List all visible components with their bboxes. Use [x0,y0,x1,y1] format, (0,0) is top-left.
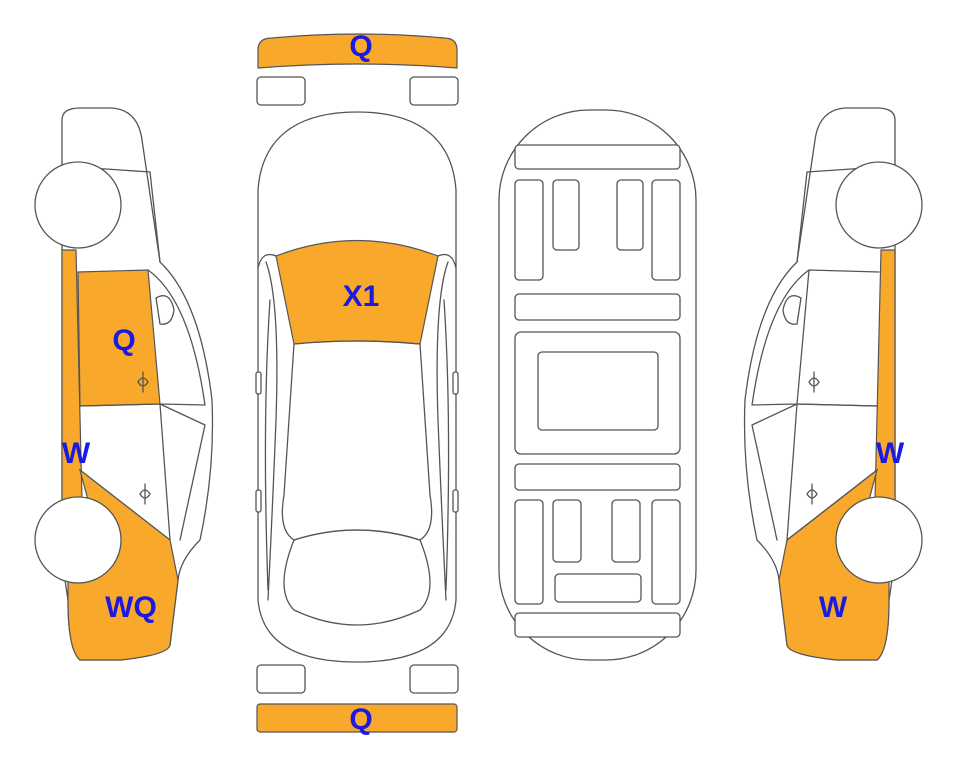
underbody-rear-floor-bar [514,463,681,491]
right-rear-door [786,403,878,541]
car-underbody-view [498,109,697,661]
top-view-body[interactable] [257,111,457,663]
right-rocker-damage-code: W [876,437,905,470]
right-front-fender-damage-code: W [819,591,848,624]
right-front-door-handle [808,371,820,393]
underbody-front-crossmember [514,144,681,170]
rear-bumper-panel[interactable] [256,703,458,733]
underbody-rear-right-block [611,499,641,563]
underbody-rear-right-rail [651,499,681,605]
underbody-rear-crossmember [514,612,681,638]
left-rocker-damage-code: W [62,437,91,470]
rear-bumper-group [256,664,459,733]
right-mirror [782,295,802,325]
right-handle-front [452,371,459,395]
right-window-line [751,269,810,541]
car-right-side-view [743,107,923,661]
left-handle-rear [255,489,262,513]
front-right-headlight[interactable] [409,76,459,106]
car-left-side-view [34,107,214,661]
left-side-contour [264,261,278,601]
rear-bumper-damage-code: Q [349,703,372,736]
left-front-wheel[interactable] [34,496,122,584]
rear-right-taillight[interactable] [409,664,459,694]
underbody-rear-axle-box [554,573,642,603]
rear-left-taillight[interactable] [256,664,306,694]
right-rear-door-handle [806,483,818,505]
underbody-front-left-block [552,179,580,251]
right-rear-wheel[interactable] [835,161,923,249]
left-front-door-damage-code: Q [112,324,135,357]
front-bumper-damage-code: Q [349,30,372,63]
left-rear-door-handle [139,483,151,505]
left-front-fender-damage-code: WQ [105,591,157,624]
left-window-line [147,269,206,541]
underbody-front-right-rail [651,179,681,281]
underbody-front-right-block [616,179,644,251]
left-mirror [155,295,175,325]
windshield-frame [257,253,457,269]
car-top-view [255,111,459,663]
underbody-front-floor-bar [514,293,681,321]
front-bumper-group [256,33,459,106]
underbody-center-tank [537,351,659,431]
left-front-door-handle [137,371,149,393]
front-bumper-panel[interactable] [257,33,458,69]
hood-damage-code: X1 [343,280,380,313]
underbody-rear-left-rail [514,499,544,605]
left-rear-wheel[interactable] [34,161,122,249]
rear-window [283,529,431,626]
right-side-contour [436,261,450,601]
left-handle-front [255,371,262,395]
right-front-wheel[interactable] [835,496,923,584]
right-handle-rear [452,489,459,513]
underbody-front-left-rail [514,179,544,281]
underbody-rear-left-block [552,499,582,563]
front-left-headlight[interactable] [256,76,306,106]
damage-labels: Q X1 Q W Q WQ W W [62,30,905,736]
